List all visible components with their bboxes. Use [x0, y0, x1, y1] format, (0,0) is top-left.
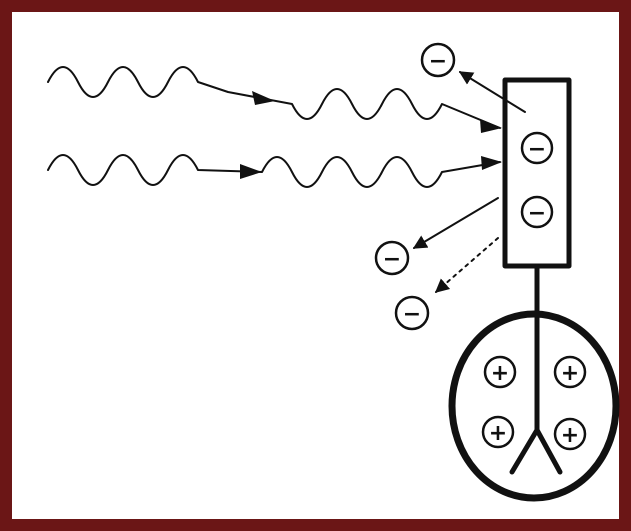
emission-arrow-1 — [458, 71, 526, 113]
light-wave-lower — [47, 154, 501, 188]
svg-text:+: + — [561, 423, 579, 448]
svg-text:+: + — [489, 421, 507, 446]
electroscope-charge-3: + — [481, 415, 515, 449]
electroscope-charge-4: + — [553, 417, 587, 451]
light-wave-lower-arrow — [240, 164, 262, 179]
light-wave-upper-arrow — [252, 91, 275, 105]
plate-electron-1: − — [520, 131, 554, 165]
emission-arrow-3 — [434, 237, 499, 293]
svg-text:−: − — [429, 49, 447, 74]
ejected-electron-3: − — [394, 295, 430, 331]
ejected-electron-2: − — [374, 240, 410, 276]
metal-plate — [502, 77, 572, 269]
emission-arrow-2 — [412, 197, 499, 249]
svg-text:−: − — [383, 247, 401, 272]
svg-text:+: + — [491, 361, 509, 386]
svg-text:+: + — [561, 361, 579, 386]
light-wave-upper-arrowhead — [480, 119, 502, 133]
ejected-electron-1: − — [420, 42, 456, 78]
electroscope-charge-2: + — [553, 355, 587, 389]
light-wave-lower-arrowhead — [481, 156, 502, 170]
svg-text:−: − — [403, 302, 421, 327]
svg-text:−: − — [528, 137, 546, 162]
svg-text:−: − — [528, 201, 546, 226]
electroscope-charge-1: + — [483, 355, 517, 389]
electroscope-housing — [448, 310, 620, 502]
plate-electron-2: − — [520, 195, 554, 229]
electroscope-leaves — [509, 427, 563, 475]
